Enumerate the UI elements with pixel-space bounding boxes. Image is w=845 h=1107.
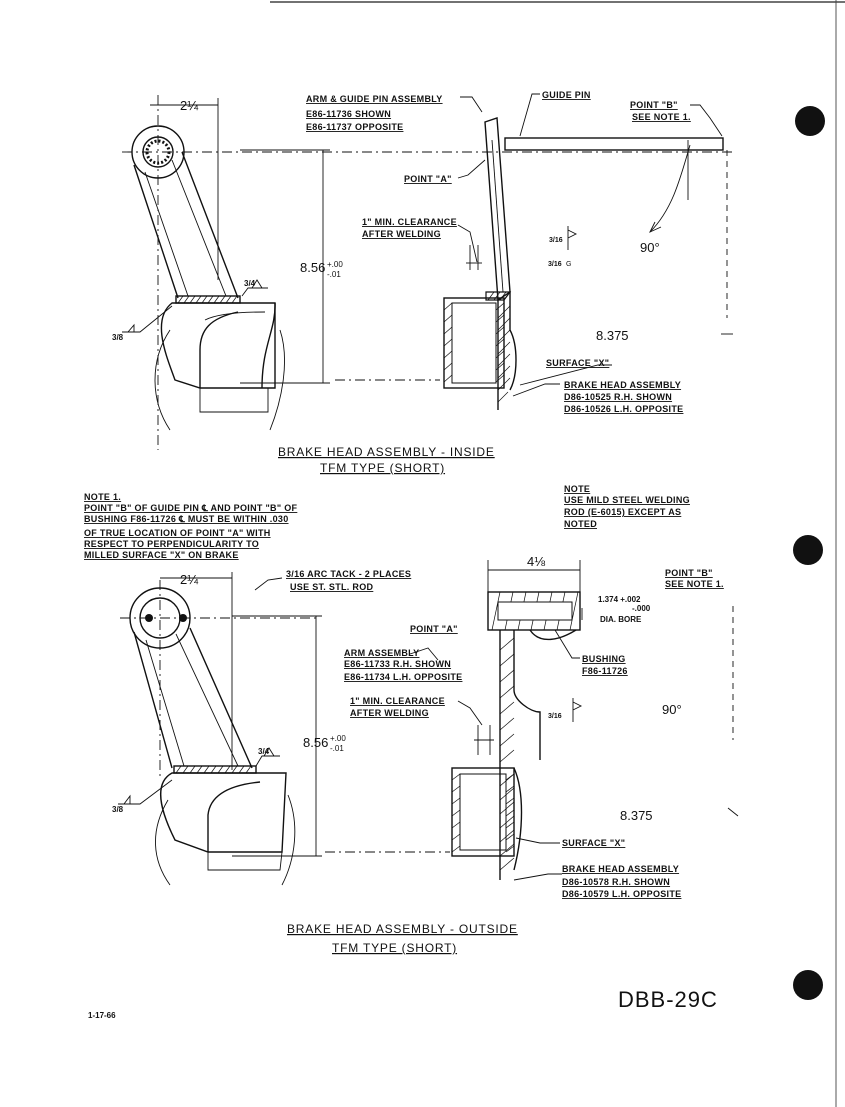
bottom-bushing-2: F86-11726 — [582, 666, 628, 676]
bottom-weld-left: 3/8 — [112, 805, 124, 814]
top-arm-label-3: E86-11737 OPPOSITE — [306, 122, 403, 132]
top-dim-horizontal: 8.375 — [596, 328, 629, 343]
punch-hole-bottom — [793, 970, 823, 1000]
bottom-arm-label-1: ARM ASSEMBLY — [344, 648, 419, 658]
top-brake-head-1: BRAKE HEAD ASSEMBLY — [564, 380, 681, 390]
top-dim-height: 8.56 — [300, 260, 325, 275]
bottom-view — [118, 560, 739, 886]
top-point-b-1: POINT "B" — [630, 100, 678, 110]
bottom-angle: 90° — [662, 702, 682, 717]
bottom-bore-2: -.000 — [632, 604, 651, 613]
top-dim-tol-plus: +.00 — [327, 260, 343, 269]
bottom-point-a: POINT "A" — [410, 624, 458, 634]
top-guide-pin-label: GUIDE PIN — [542, 90, 591, 100]
top-arm-label-1: ARM & GUIDE PIN ASSEMBLY — [306, 94, 443, 104]
bottom-caption-1: BRAKE HEAD ASSEMBLY - OUTSIDE — [287, 922, 518, 936]
bottom-weld-arm: 3/4 — [258, 747, 270, 756]
top-angle: 90° — [640, 240, 660, 255]
bottom-clearance-2: AFTER WELDING — [350, 708, 429, 718]
top-caption-2: TFM TYPE (SHORT) — [320, 461, 445, 475]
top-view — [122, 93, 735, 450]
bottom-dim-bushing-width: 4⅛ — [527, 554, 545, 569]
top-clearance-1: 1" MIN. CLEARANCE — [362, 217, 457, 227]
top-weld-arm: 3/4 — [244, 279, 256, 288]
bottom-arc-tack-1: 3/16 ARC TACK - 2 PLACES — [286, 569, 411, 579]
bottom-dim-height: 8.56 — [303, 735, 328, 750]
bottom-surface-label: SURFACE "X" — [562, 838, 625, 848]
note1-line5: MILLED SURFACE "X" ON BRAKE — [84, 550, 239, 560]
note1-line2: BUSHING F86-11726 ℄ MUST BE WITHIN .030 — [84, 514, 289, 524]
bottom-dim-tol-minus: -.01 — [330, 744, 344, 753]
bottom-bore-3: DIA. BORE — [600, 615, 642, 624]
note1-line4: RESPECT TO PERPENDICULARITY TO — [84, 539, 259, 549]
note-welding-line3: NOTED — [564, 519, 597, 529]
top-weld-side-g: G — [566, 261, 571, 268]
bottom-point-b-1: POINT "B" — [665, 568, 713, 578]
note-welding-heading: NOTE — [564, 484, 590, 494]
top-weld-side-a: 3/16 — [549, 237, 563, 244]
top-brake-head-3: D86-10526 L.H. OPPOSITE — [564, 404, 683, 414]
top-weld-side-b: 3/16 — [548, 261, 562, 268]
bottom-caption-2: TFM TYPE (SHORT) — [332, 941, 457, 955]
top-caption-1: BRAKE HEAD ASSEMBLY - INSIDE — [278, 445, 495, 459]
bottom-dim-tol-plus: +.00 — [330, 734, 346, 743]
bottom-brake-head-3: D86-10579 L.H. OPPOSITE — [562, 889, 681, 899]
top-clearance-2: AFTER WELDING — [362, 229, 441, 239]
top-surface-label: SURFACE "X" — [546, 358, 609, 368]
bottom-dim-horizontal: 8.375 — [620, 808, 653, 823]
note-welding-line1: USE MILD STEEL WELDING — [564, 495, 690, 505]
punch-hole-middle — [793, 535, 823, 565]
bottom-brake-head-1: BRAKE HEAD ASSEMBLY — [562, 864, 679, 874]
top-arm-label-2: E86-11736 SHOWN — [306, 109, 391, 119]
top-brake-head-2: D86-10525 R.H. SHOWN — [564, 392, 672, 402]
bottom-arc-tack-2: USE ST. STL. ROD — [290, 582, 374, 592]
punch-hole-top — [795, 106, 825, 136]
bottom-bushing-1: BUSHING — [582, 654, 626, 664]
top-dim-arm-width: 2¼ — [180, 98, 198, 113]
bottom-brake-head-2: D86-10578 R.H. SHOWN — [562, 877, 670, 887]
top-point-b-2: SEE NOTE 1. — [632, 112, 691, 122]
drawing-date: 1-17-66 — [88, 1011, 116, 1020]
bottom-arm-label-2: E86-11733 R.H. SHOWN — [344, 659, 451, 669]
note-welding-line2: ROD (E-6015) EXCEPT AS — [564, 507, 681, 517]
top-dim-tol-minus: -.01 — [327, 270, 341, 279]
bottom-weld-side: 3/16 — [548, 713, 562, 720]
bottom-point-b-2: SEE NOTE 1. — [665, 579, 724, 589]
drawing-code: DBB-29C — [618, 987, 718, 1012]
top-weld-left: 3/8 — [112, 333, 124, 342]
note1-heading: NOTE 1. — [84, 492, 121, 502]
bottom-bore-1: 1.374 +.002 — [598, 595, 641, 604]
bottom-arm-label-3: E86-11734 L.H. OPPOSITE — [344, 672, 462, 682]
note1-line1: POINT "B" OF GUIDE PIN ℄ AND POINT "B" O… — [84, 503, 298, 513]
top-point-a: POINT "A" — [404, 174, 452, 184]
bottom-clearance-1: 1" MIN. CLEARANCE — [350, 696, 445, 706]
note1-line3: OF TRUE LOCATION OF POINT "A" WITH — [84, 528, 271, 538]
bottom-dim-arm-width: 2¼ — [180, 572, 198, 587]
